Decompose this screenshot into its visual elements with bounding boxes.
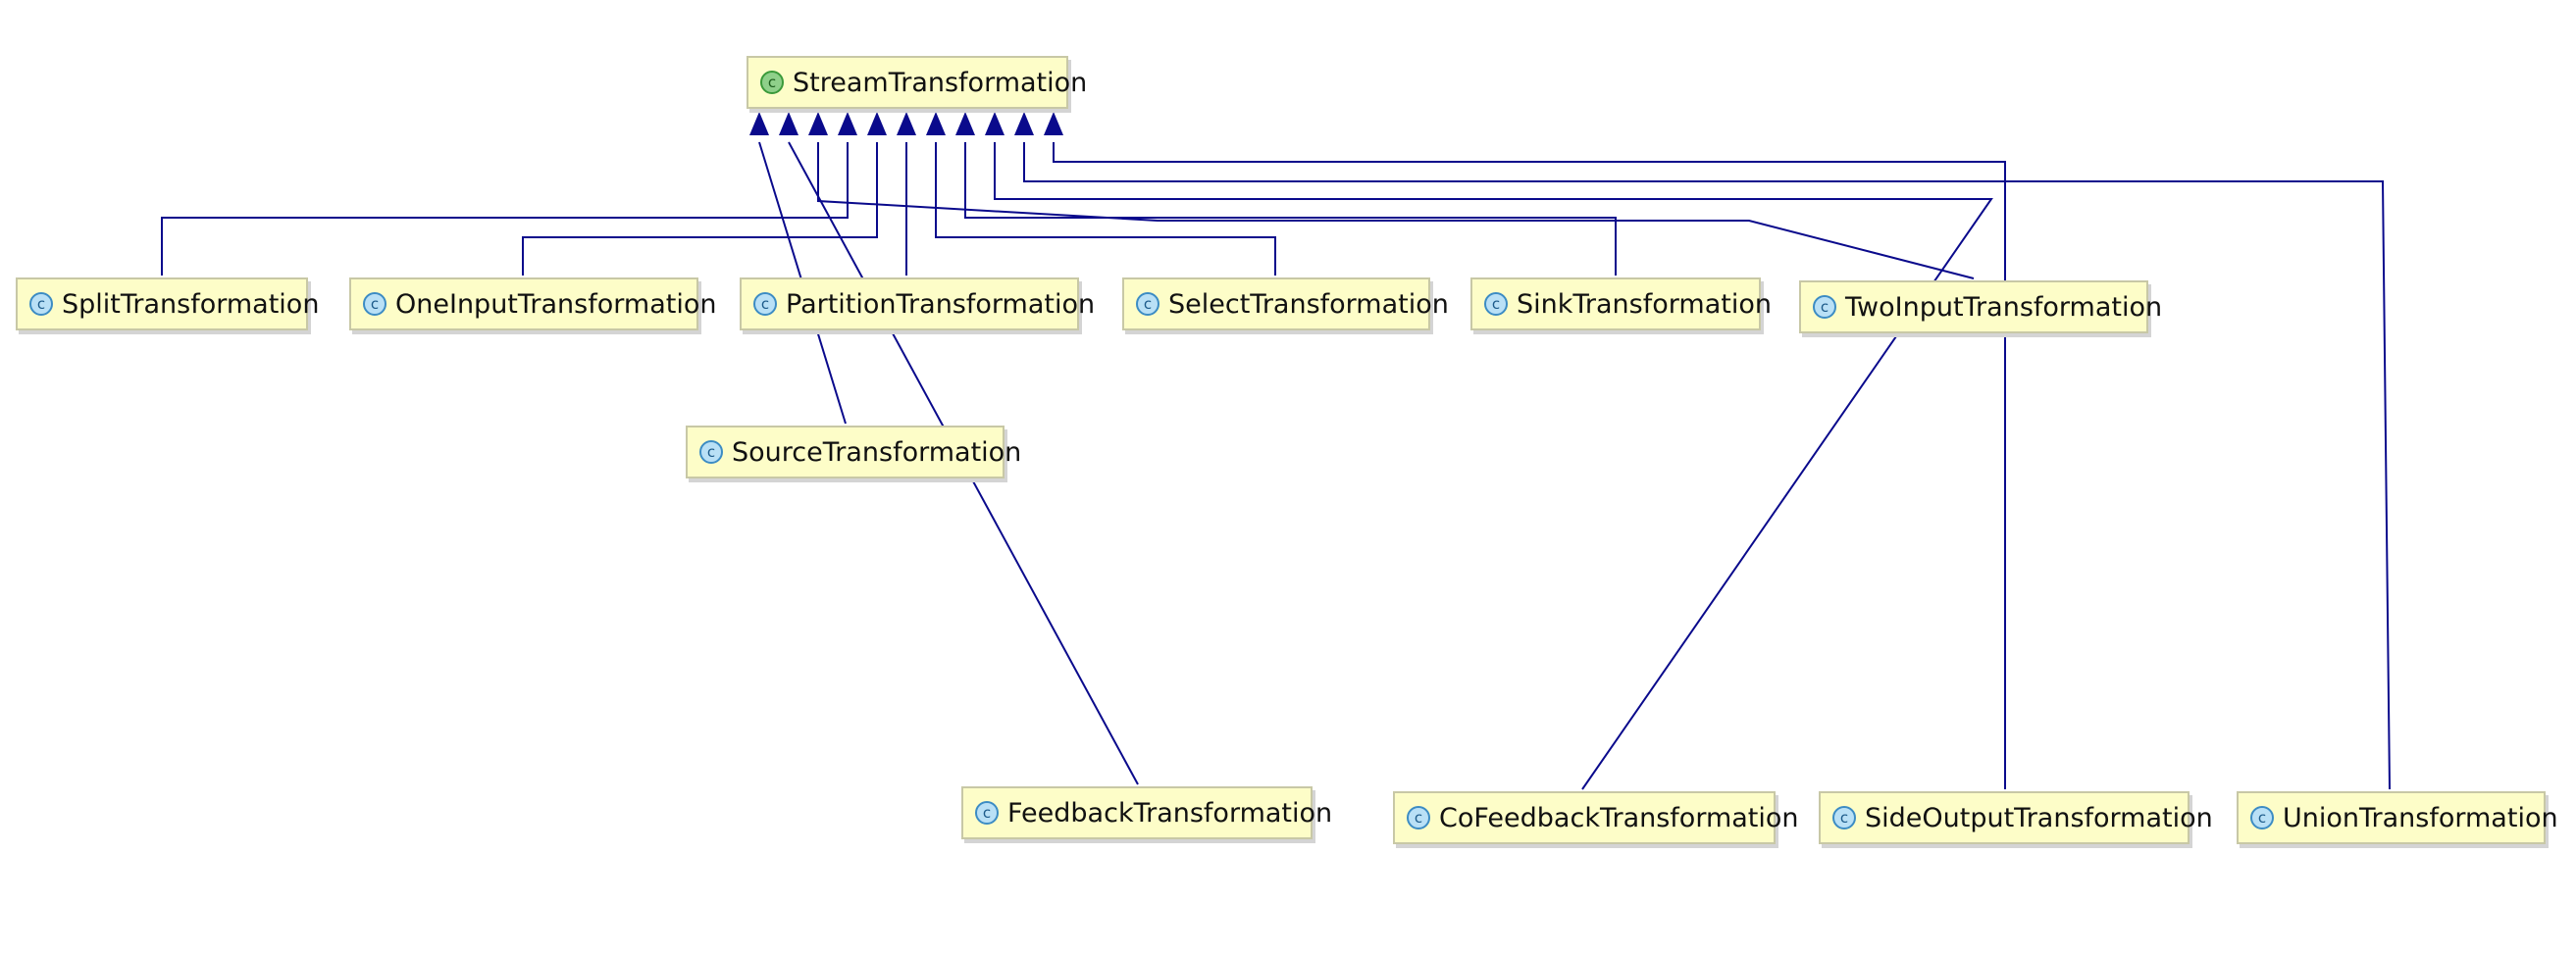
class-node-label: UnionTransformation [2283,802,2558,833]
edge-select-to-stream [926,112,1276,276]
edge-line [1053,142,2006,789]
class-node-stream[interactable]: c StreamTransformation [747,56,1087,109]
edge-oneinput-to-stream [522,112,887,276]
class-node-cofeedback[interactable]: c CoFeedbackTransformation [1393,791,1799,844]
class-node-partition[interactable]: c PartitionTransformation [740,277,1095,330]
inheritance-arrowhead-icon [838,112,857,135]
class-node-label: PartitionTransformation [786,288,1096,320]
class-node-label: FeedbackTransformation [1007,797,1333,829]
class-node-sideoutput[interactable]: c SideOutputTransformation [1819,791,2213,844]
class-node-label: TwoInputTransformation [1845,291,2163,323]
inheritance-arrowhead-icon [867,112,887,135]
class-icon: c [2250,806,2274,829]
class-node-label: OneInputTransformation [395,288,717,320]
class-node-source[interactable]: c SourceTransformation [686,426,1021,478]
class-icon: c [363,292,386,316]
edge-sink-to-stream [955,112,1617,276]
class-icon: c [29,292,53,316]
inheritance-arrowhead-icon [1014,112,1034,135]
class-node-label: SelectTransformation [1168,288,1449,320]
class-node-label: SplitTransformation [62,288,320,320]
class-node-feedback[interactable]: c FeedbackTransformation [961,786,1332,839]
inheritance-arrowhead-icon [779,112,799,135]
class-node-union[interactable]: c UnionTransformation [2237,791,2558,844]
edge-cofeedback-to-stream [985,112,1993,790]
edge-line [964,142,1617,276]
inheritance-arrowhead-icon [955,112,975,135]
edge-line [817,142,1975,279]
edge-line [994,142,1993,790]
edge-sideoutput-to-stream [1044,112,2006,789]
class-node-label: SideOutputTransformation [1865,802,2213,833]
class-icon: c [1832,806,1856,829]
edge-line [935,142,1276,276]
edge-split-to-stream [161,112,857,276]
edge-line [161,142,849,276]
inheritance-arrowhead-icon [808,112,828,135]
class-icon: c [1813,295,1836,319]
edge-union-to-stream [1014,112,2391,790]
class-node-split[interactable]: c SplitTransformation [16,277,319,330]
inheritance-arrowhead-icon [897,112,916,135]
class-node-twoinput[interactable]: c TwoInputTransformation [1799,280,2162,333]
inheritance-arrowhead-icon [985,112,1005,135]
edge-line [522,142,878,276]
inheritance-arrowhead-icon [1044,112,1063,135]
abstract-class-icon: c [760,71,784,94]
edge-partition-to-stream [897,112,916,276]
inheritance-arrowhead-icon [926,112,946,135]
class-node-label: SourceTransformation [732,436,1022,468]
class-icon: c [1484,292,1508,316]
class-node-label: SinkTransformation [1517,288,1772,320]
edge-line [1023,142,2391,790]
class-node-oneinput[interactable]: c OneInputTransformation [349,277,716,330]
class-node-label: StreamTransformation [793,67,1088,98]
class-icon: c [975,801,999,825]
class-node-label: CoFeedbackTransformation [1439,802,1799,833]
class-node-sink[interactable]: c SinkTransformation [1470,277,1772,330]
class-icon: c [1136,292,1159,316]
class-icon: c [753,292,777,316]
class-node-select[interactable]: c SelectTransformation [1122,277,1449,330]
class-icon: c [1407,806,1430,829]
class-icon: c [699,440,723,464]
edge-twoinput-to-stream [808,112,1975,279]
inheritance-arrowhead-icon [749,112,769,135]
